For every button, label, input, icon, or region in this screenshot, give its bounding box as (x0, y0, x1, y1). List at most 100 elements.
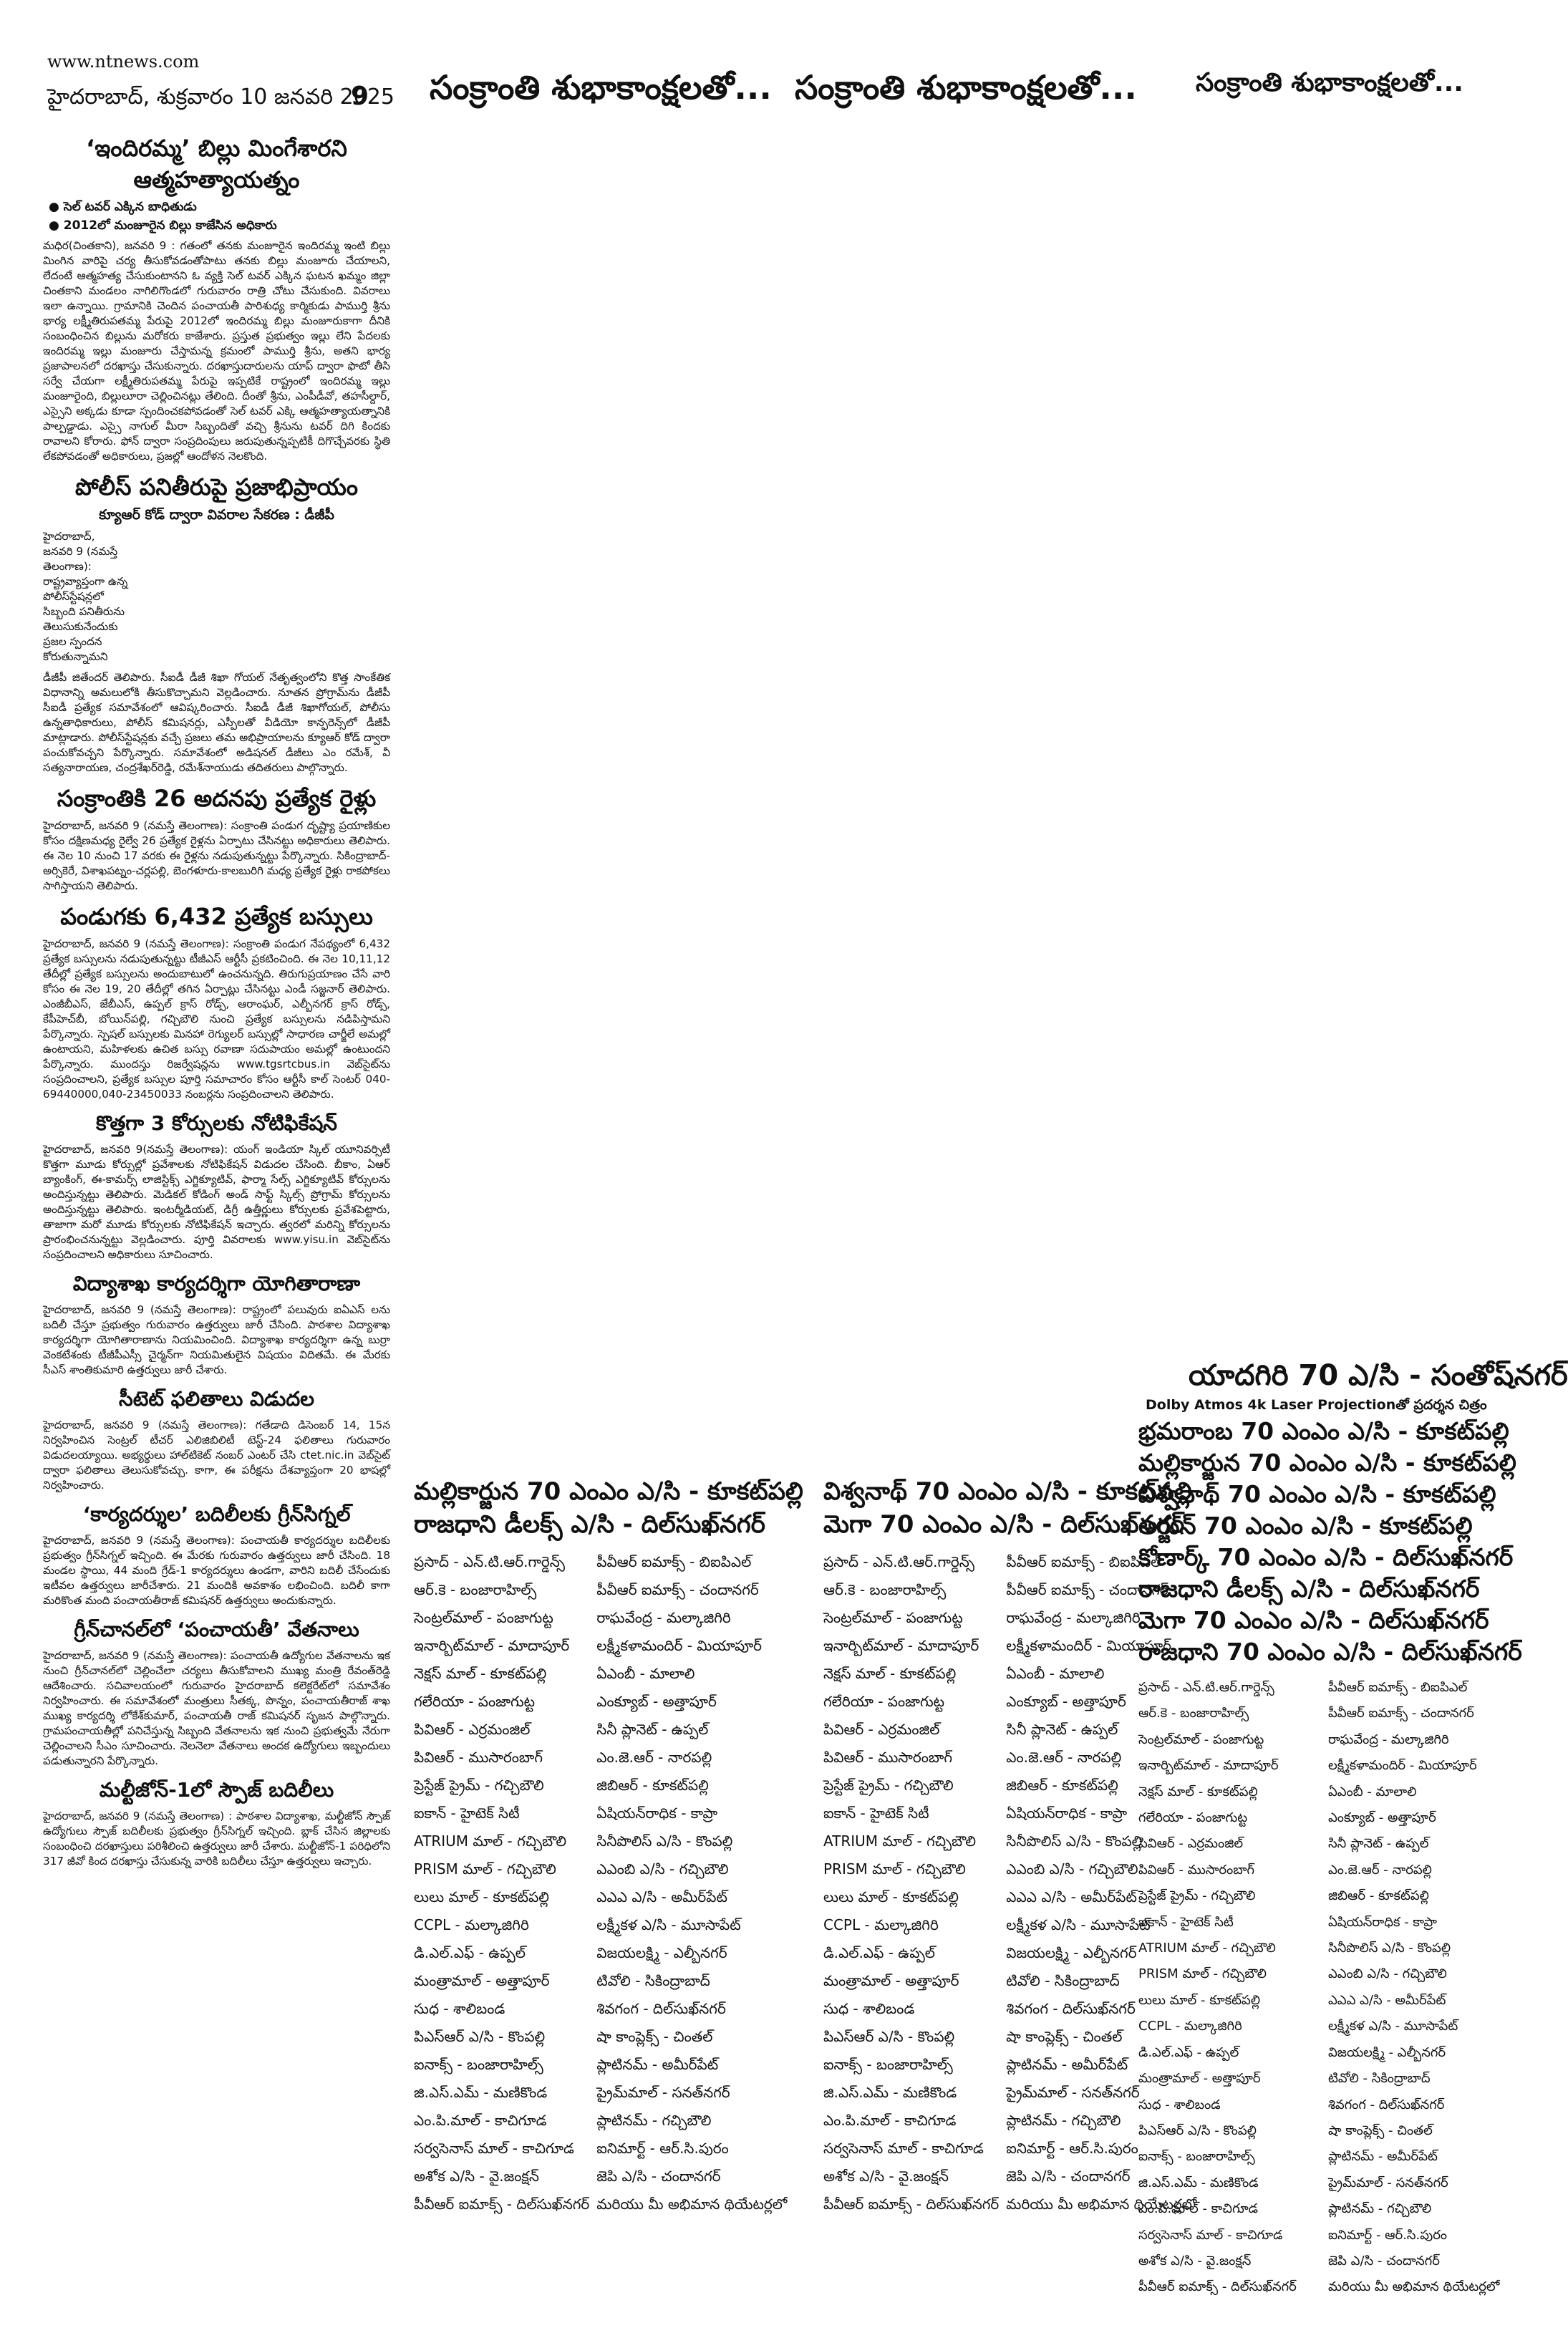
theatre-entry: టివోలి - సికింద్రాబాద్ (1328, 2071, 1431, 2087)
theatre-entry: డి.ఎల్.ఎఫ్ - ఉప్పల్ (1138, 2044, 1239, 2060)
theatre-entry: సినీ ప్లానెట్ - ఉప్పల్ (596, 1721, 709, 1738)
theatre-entry: ఏఎంబీ - మాలాలి (596, 1665, 695, 1682)
theatre-entry: ఎంక్యూబ్ - అత్తాపూర్ (596, 1693, 717, 1710)
article-intro-line: పోలీస్‌స్టేషన్లలో (43, 590, 105, 603)
theatre-entry: సుధ - శాలిబండ (414, 2000, 505, 2017)
article-body: హైదరాబాద్, జనవరి 9 (నమస్తే తెలంగాణ): పంచ… (43, 1649, 390, 1767)
theatre-entry: విజయలక్ష్మి - ఎల్బీనగర్ (596, 1944, 727, 1961)
theatre-entry: డి.ఎల్.ఎఫ్ - ఉప్పల్ (414, 1944, 526, 1961)
theatre-list: ప్రసాద్ - ఎన్.టి.ఆర్.గార్డెన్స్పీవీఆర్ ఐ… (414, 1548, 787, 2218)
article-intro-line: జనవరి 9 (నమస్తే (43, 545, 118, 558)
theatre-list: ప్రసాద్ - ఎన్.టి.ఆర్.గార్డెన్స్ పీవీఆర్ ఐ… (823, 1548, 1196, 2218)
theatre-entry: శివగంగ - దిల్‌సుఖ్‌నగర్ (596, 2000, 726, 2017)
theatre-entry: షా కాంప్లెక్స్ - చింతల్ (1006, 2028, 1123, 2045)
theatre-entry: సినీ ప్లానెట్ - ఉప్పల్ (1006, 1721, 1118, 1738)
theatre-entry: జి.ఎస్.ఎమ్ - మణికొండ (414, 2084, 548, 2101)
theatre-entry: ఏఎంబీ - మాలాలి (1328, 1784, 1417, 1800)
theatre-entry: షా కాంప్లెక్స్ - చింతల్ (1328, 2122, 1433, 2138)
theatre-entry: ఎంక్యూబ్ - అత్తాపూర్ (1006, 1693, 1126, 1710)
theatre-entry: జెపి ఎ/సి - చందానగర్ (1328, 2253, 1440, 2269)
theatre-entry: మంత్రామాల్ - అత్తాపూర్ (414, 1972, 550, 1989)
theatre-entry: ఏషియన్‌రాధిక - కాప్రా (1328, 1914, 1437, 1930)
theatre-entry: ప్రైమ్‌మాల్ - సనత్‌నగర్ (1328, 2175, 1448, 2190)
theatre-entry: ఎం.జె.ఆర్ - నారపల్లి (596, 1749, 712, 1766)
theatre-entry: ఎం.పి.మాల్ - కాచిగూడ (823, 2112, 957, 2129)
article-intro: హైదరాబాద్, జనవరి 9 (నమస్తే తెలంగాణ): రాష… (43, 529, 172, 665)
greeting-banner-2: సంక్రాంతి శుభాకాంక్షలతో... (795, 68, 1137, 107)
article-bullet: సెల్ టవర్ ఎక్కిన బాధితుడు (49, 200, 390, 217)
article-intro-line: సిబ్బంది పనితీరును (43, 605, 125, 618)
theatre-entry: ఏషియన్‌రాధిక - కాప్రా (1006, 1805, 1128, 1822)
theatre-entry: షా కాంప్లెక్స్ - చింతల్ (596, 2028, 713, 2045)
theatre-entry: సర్వసెనాస్ మాల్ - కాచిగూడ (414, 2140, 574, 2157)
theatre-entry: పివిఆర్ - ఎర్రమంజిల్ (823, 1721, 940, 1738)
theatre-entry: టివోలి - సికింద్రాబాద్ (596, 1972, 710, 1989)
theatre-entry: జి.ఎస్.ఎమ్ - మణికొండ (823, 2084, 957, 2101)
theatre-entry: ఇనార్బిట్‌మాల్ - మాదాపూర్ (1138, 1758, 1279, 1774)
theatre-entry: ప్రైమ్‌మాల్ - సనత్‌నగర్ (596, 2084, 730, 2101)
theatre-entry: ఎఎఎ ఎ/సి - అమీర్‌పేట్ (1006, 1888, 1137, 1905)
theatre-entry: రాఘవేంద్ర - మల్కాజిగిరి (1328, 1731, 1449, 1747)
theatre-entry: ఎఎంబి ఎ/సి - గచ్చిబౌలి (596, 1860, 729, 1878)
article-new-courses: కొత్తగా 3 కోర్సులకు నోటిఫికేషన్ హైదరాబాద… (43, 1109, 390, 1262)
theatre-entry: ప్రసాద్ - ఎన్.టి.ఆర్.గార్డెన్స్ (823, 1553, 974, 1570)
theatre-entry: పీవీఆర్ ఐమాక్స్ - దిల్‌సుఖ్‌నగర్ (823, 2196, 1000, 2213)
theatre-entry: ప్రెస్టేజ్ ప్రైమ్ - గచ్చిబౌలి (823, 1777, 954, 1794)
ad-hall-title: రాజధాని డీలక్స్ ఎ/సి - దిల్‌సుఖ్‌నగర్ (1138, 1575, 1480, 1603)
theatre-entry: పీవీఆర్ ఐమాక్స్ - దిల్‌సుఖ్‌నగర్ (1138, 2279, 1297, 2295)
greeting-banner-3: సంక్రాంతి శుభాకాంక్షలతో... (1196, 68, 1463, 97)
article-body: హైదరాబాద్, జనవరి 9 (నమస్తే తెలంగాణ): సంక… (43, 819, 390, 892)
theatre-entry: ఐనిమార్ట్ - ఆర్.సి.పురం (1006, 2140, 1138, 2157)
theatre-entry: CCPL - మల్కాజిగిరి (1138, 2019, 1242, 2034)
theatre-entry: ఐకాన్ - హైటెక్ సిటీ (1138, 1914, 1234, 1930)
ad-hall-title: మెగా 70 ఎంఎం ఎ/సి - దిల్‌సుఖ్‌నగర్ (823, 1510, 1185, 1539)
cinema-ad-1: మల్లికార్జున 70 ఎంఎం ఎ/సి - కూకట్‌పల్లి … (414, 1475, 803, 2218)
ad-yadagiri-title: యాదగిరి 70 ఎ/సి - సంతోష్‌నగర్ (1189, 1359, 1568, 1392)
cinema-ad-3: యాదగిరి 70 ఎ/సి - సంతోష్‌నగర్ Dolby Atmo… (1138, 1357, 1568, 2301)
theatre-entry: ఎంక్యూబ్ - అత్తాపూర్ (1328, 1810, 1436, 1826)
theatre-entry: ప్లాటినమ్ - గచ్చిబౌలి (596, 2112, 712, 2129)
ad-hall-title: రాజధాని డీలక్స్ ఎ/సి - దిల్‌సుఖ్‌నగర్ (414, 1510, 765, 1539)
theatre-entry: సినీపొలిస్ ఎ/సి - కొంపల్లి (596, 1832, 733, 1850)
theatre-entry: లక్ష్మీకళామందిర్ - మియాపూర్ (596, 1637, 763, 1654)
article-body: మధిర(చింతకాని), జనవరి 9 : గతంలో తనకు మంజ… (43, 239, 390, 463)
theatre-entry: PRISM మాల్ - గచ్చిబౌలి (823, 1860, 966, 1878)
article-headline: ‘కార్యదర్శుల’ బదిలీలకు గ్రీన్‌సిగ్నల్ (82, 1502, 351, 1526)
theatre-entry: నెక్షస్ మాల్ - కూకట్‌పల్లి (823, 1665, 957, 1682)
theatre-entry: జెపి ఎ/సి - చందానగర్ (596, 2168, 721, 2185)
theatre-entry: ఏఎంబీ - మాలాలి (1006, 1665, 1105, 1682)
theatre-entry: ప్రెస్టేజ్ ప్రైమ్ - గచ్చిబౌలి (1138, 1888, 1256, 1904)
theatre-entry: జిబిఆర్ - కూకట్‌పల్లి (1006, 1777, 1118, 1794)
theatre-entry: సెంట్రల్‌మాల్ - పంజాగుట్ట (1138, 1731, 1264, 1747)
theatre-entry: ఇనార్బిట్‌మాల్ - మాదాపూర్ (414, 1637, 570, 1654)
theatre-entry: మరియు మీ అభిమాన థియేటర్లలో (1006, 2196, 1197, 2213)
page-number: 9 (351, 82, 369, 111)
theatre-entry: మంత్రామాల్ - అత్తాపూర్ (1138, 2071, 1261, 2087)
theatre-entry: ఐనాక్స్ - బంజారాహిల్స్ (414, 2056, 543, 2073)
theatre-entry: ఐకాన్ - హైటెక్ సిటీ (414, 1805, 520, 1822)
theatre-entry: ఐకాన్ - హైటెక్ సిటీ (823, 1805, 929, 1822)
theatre-entry: లక్ష్మీకళ ఎ/సి - మూసాపేట్ (1328, 2019, 1458, 2034)
theatre-entry: లక్ష్మీకళ ఎ/సి - మూసాపేట్ (1006, 1916, 1151, 1933)
theatre-entry: జిబిఆర్ - కూకట్‌పల్లి (596, 1777, 709, 1794)
article-headline: కొత్తగా 3 కోర్సులకు నోటిఫికేషన్ (96, 1111, 337, 1135)
article-secretary-transfers: ‘కార్యదర్శుల’ బదిలీలకు గ్రీన్‌సిగ్నల్ హై… (43, 1500, 390, 1608)
theatre-entry: PRISM మాల్ - గచ్చిబౌలి (414, 1860, 556, 1878)
theatre-entry: ఎం.జె.ఆర్ - నారపల్లి (1328, 1862, 1432, 1878)
theatre-entry: PRISM మాల్ - గచ్చిబౌలి (1138, 1966, 1267, 1982)
article-headline: పండుగకు 6,432 ప్రత్యేక బస్సులు (60, 903, 373, 930)
theatre-entry: ఆర్.కె - బంజారాహిల్స్ (823, 1581, 947, 1598)
article-headline: మల్టీజోన్-1లో స్పౌజ్ బదిలీలు (99, 1778, 334, 1802)
theatre-entry: నెక్షస్ మాల్ - కూకట్‌పల్లి (414, 1665, 547, 1682)
article-bullet: 2012లో మంజూరైన బిల్లు కాజేసిన అధికారు (49, 218, 390, 236)
theatre-entry: ఎం.పి.మాల్ - కాచిగూడ (414, 2112, 547, 2129)
theatre-entry: సినీపొలిస్ ఎ/సి - కొంపల్లి (1328, 1941, 1451, 1956)
theatre-entry: ఐనిమార్ట్ - ఆర్.సి.పురం (1328, 2227, 1448, 2243)
theatre-entry: ప్లాటినమ్ - అమీర్‌పేట్ (1328, 2149, 1438, 2165)
theatre-entry: లులు మాల్ - కూకట్‌పల్లి (414, 1888, 549, 1905)
theatre-entry: ఎఎఎ ఎ/సి - అమీర్‌పేట్ (1328, 1992, 1446, 2008)
theatre-entry: శివగంగ - దిల్‌సుఖ్‌నగర్ (1006, 2000, 1136, 2017)
theatre-entry: పివిఆర్ - ముసారంబాగ్ (1138, 1862, 1254, 1878)
theatre-entry: విజయలక్ష్మి - ఎల్బీనగర్ (1006, 1944, 1137, 1961)
article-green-channel-salaries: గ్రీన్‌చానల్‌లో ‘పంచాయతీ’ వేతనాలు హైదరాబ… (43, 1615, 390, 1769)
